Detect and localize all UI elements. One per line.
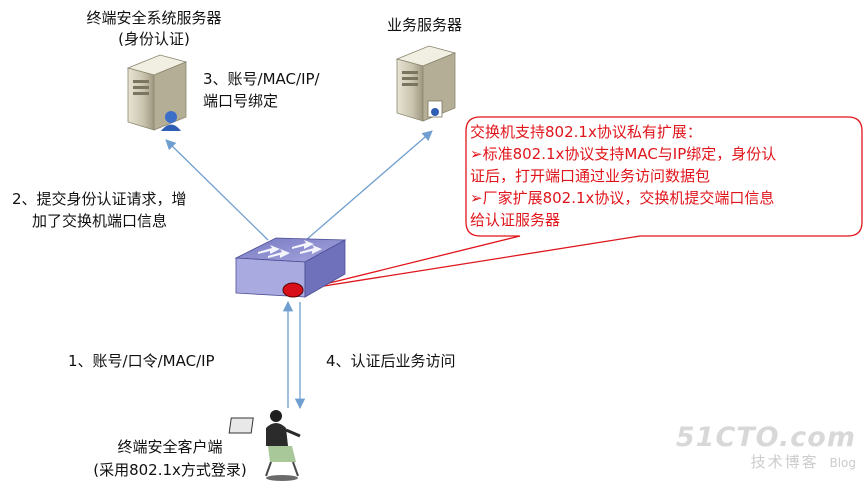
switch-port-indicator <box>282 282 304 298</box>
step3-label-line1: 3、账号/MAC/IP/ <box>203 70 320 88</box>
arrow-switch-to-biz <box>305 130 433 241</box>
biz-server-title: 业务服务器 <box>387 16 463 34</box>
watermark: 51CTO.com 技术博客 Blog <box>676 422 856 472</box>
callout-heading: 交换机支持802.1x协议私有扩展： <box>470 123 702 141</box>
watermark-sub: 技术博客 <box>750 453 819 471</box>
step4-label: 4、认证后业务访问 <box>326 352 456 370</box>
client-user-icon <box>228 410 301 481</box>
biz-server-icon <box>395 45 457 122</box>
arrow-switch-to-auth <box>165 139 269 241</box>
step2-label-line2: 加了交换机端口信息 <box>32 212 168 230</box>
callout-text: 交换机支持802.1x协议私有扩展： ➢标准802.1x协议支持MAC与IP绑定… <box>470 121 860 231</box>
callout-line3: ➢厂家扩展802.1x协议，交换机提交端口信息 <box>470 189 775 207</box>
watermark-blog: Blog <box>829 456 856 470</box>
client-subtitle: (采用802.1x方式登录) <box>93 461 247 479</box>
step2-label-line1: 2、提交身份认证请求，增 <box>12 190 187 208</box>
client-title: 终端安全客户端 <box>117 438 223 456</box>
auth-server-title: 终端安全系统服务器 <box>86 9 222 27</box>
callout-line4: 给认证服务器 <box>470 211 561 229</box>
step3-label-line2: 端口号绑定 <box>203 92 279 110</box>
callout-line2: 证后，打开端口通过业务访问数据包 <box>470 167 711 185</box>
callout-line1: ➢标准802.1x协议支持MAC与IP绑定，身份认 <box>470 145 777 163</box>
auth-server-subtitle: (身份认证) <box>118 30 190 48</box>
callout-bubble <box>304 116 863 290</box>
watermark-site: 51CTO.com <box>675 422 856 453</box>
auth-server-icon <box>126 54 188 131</box>
step1-label: 1、账号/口令/MAC/IP <box>68 352 215 370</box>
